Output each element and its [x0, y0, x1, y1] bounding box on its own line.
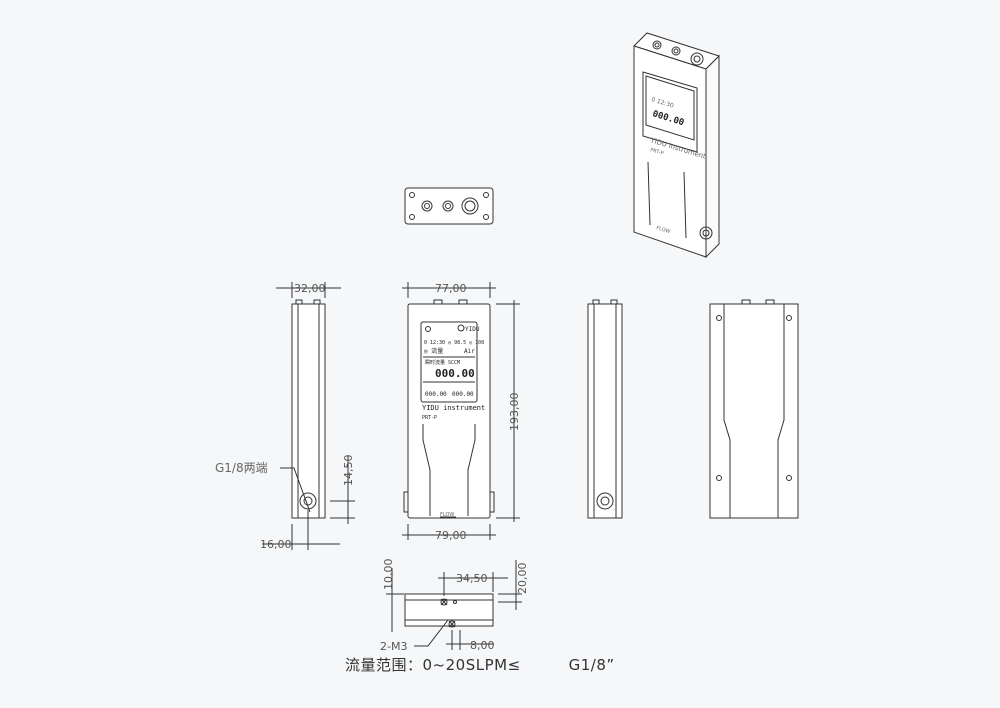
mount-note: 2-M3 [380, 640, 407, 653]
brand-full: YIDU instrument [422, 404, 485, 412]
svg-text:0 12:30 ◎ 98.5 ◎ 100: 0 12:30 ◎ 98.5 ◎ 100 [424, 340, 484, 346]
bottom-view: 10,00 34,50 20,00 8,00 2-M3 [380, 559, 529, 654]
flow-range-text: 流量范围：0~20SLPM≤ [345, 656, 521, 674]
svg-text:FLOW: FLOW [655, 225, 671, 235]
screen-gas: Air [464, 348, 475, 355]
dim-bottom-10: 10,00 [382, 559, 395, 591]
screen-total-left: 000.00 [425, 391, 447, 398]
screen-flow-value: 000.00 [435, 367, 475, 380]
spec-caption: 流量范围：0~20SLPM≤ G1/8” [345, 654, 615, 675]
dim-height: 193,00 [508, 393, 521, 432]
dim-port-offset: 16,00 [260, 538, 292, 551]
dim-side-width: 32,00 [294, 282, 326, 295]
back-view [709, 299, 799, 519]
isometric-view: 0 12:30 000.00 YIDU instrument PRT-P FLO… [633, 32, 720, 259]
dim-bottom-20: 20,00 [516, 563, 529, 595]
screen-total-right: 000.00 [452, 391, 474, 398]
svg-text:PRT-P: PRT-P [649, 147, 664, 157]
dim-front-width-top: 77,00 [435, 282, 467, 295]
side-view-right [587, 299, 623, 519]
side-view-left: 32,00 14,50 16,00 G1/8两端 [215, 282, 355, 551]
svg-text:◎ 流量: ◎ 流量 [424, 347, 443, 355]
dim-bottom-8: 8,00 [470, 639, 495, 652]
dim-bottom-34: 34,50 [456, 572, 488, 585]
screen-brand: YIDU [465, 326, 480, 333]
screen-flow-title: 瞬时流量 SCCM [425, 359, 460, 366]
dim-front-width-bottom: 79,00 [435, 529, 467, 542]
model-label: PRT-P [422, 415, 437, 421]
thread-text: G1/8” [568, 656, 615, 674]
top-view [404, 187, 494, 225]
flow-marker: FLOW [440, 512, 454, 518]
port-note: G1/8两端 [215, 461, 268, 475]
front-view: YIDU 0 12:30 ◎ 98.5 ◎ 100 ◎ 流量 Air 瞬时流量 … [402, 282, 521, 542]
dim-port-height: 14,50 [342, 455, 355, 487]
